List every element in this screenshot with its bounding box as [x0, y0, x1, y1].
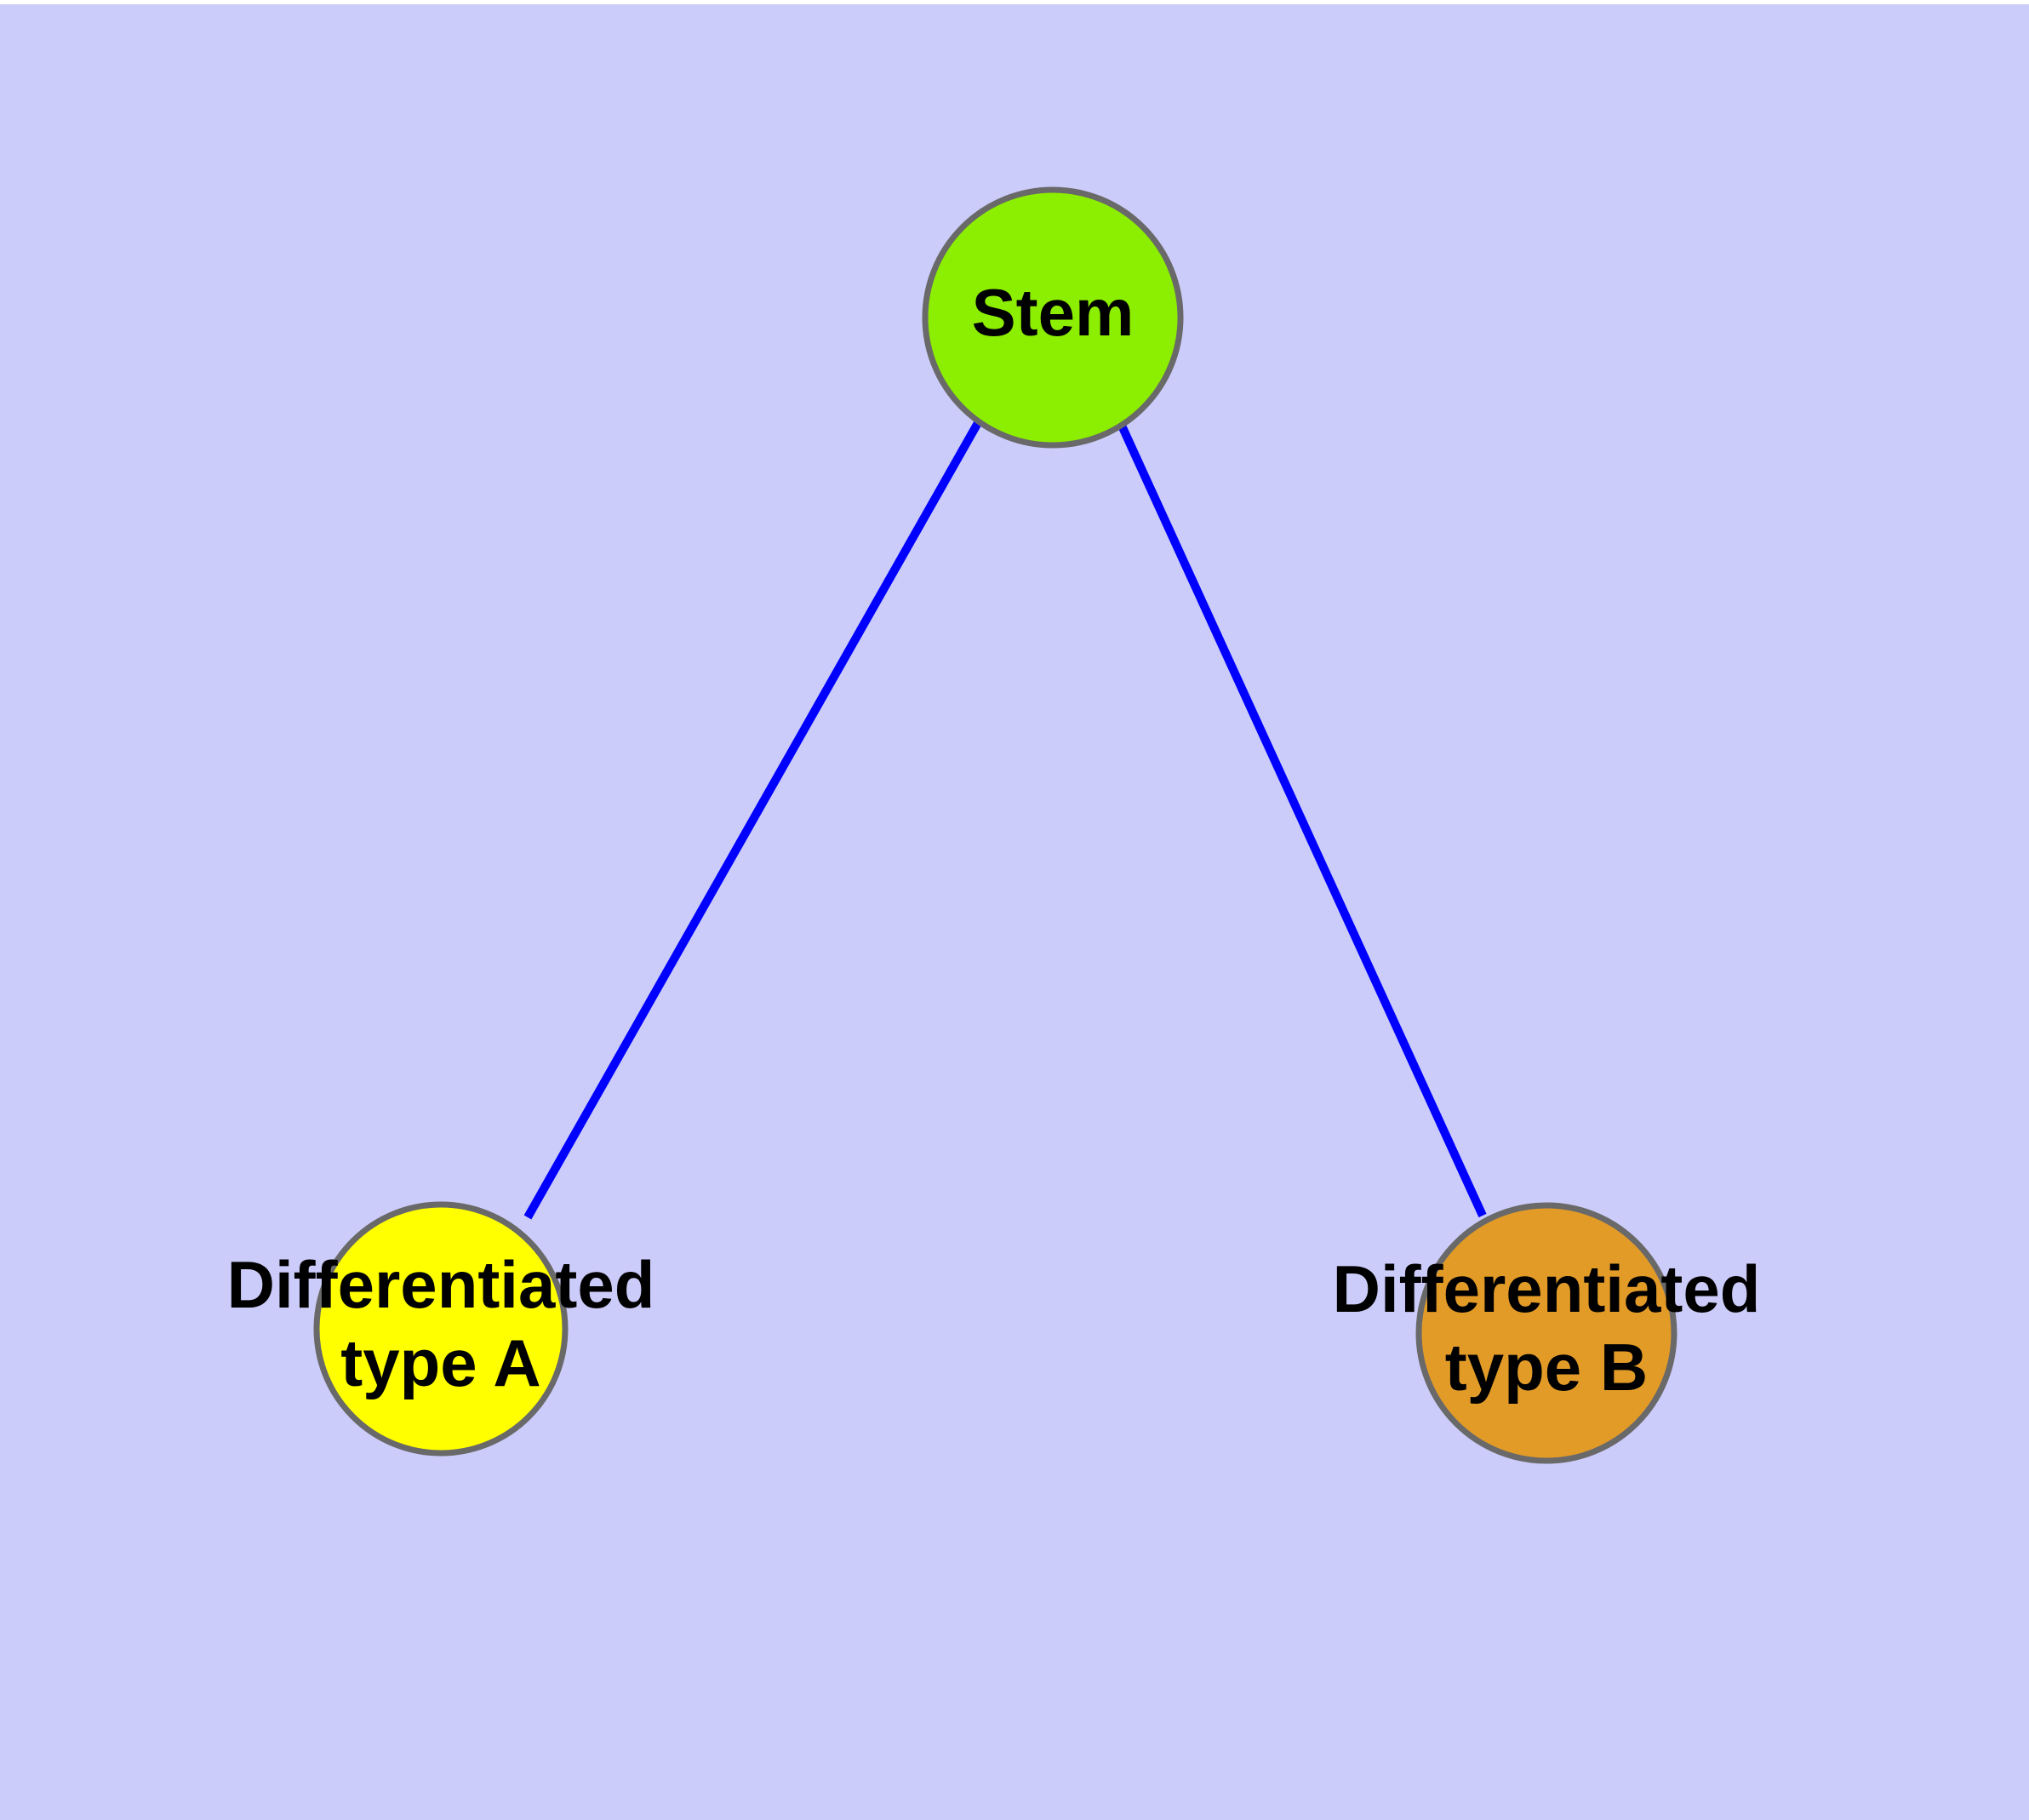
graph-node-label-line: Differentiated: [1333, 1251, 1761, 1326]
graph-node-label-stem: Stem: [972, 275, 1135, 350]
nodes-layer: [313, 186, 1677, 1464]
graph-edge-stem-to-diff-b: [1117, 423, 1487, 1218]
graph-node-stem[interactable]: [922, 186, 1184, 449]
graph-node-diff-a[interactable]: [313, 1201, 569, 1457]
graph-node-label-line: Differentiated: [227, 1247, 655, 1322]
graph-node-label-line: type B: [1445, 1330, 1648, 1405]
edges-layer: [523, 419, 1487, 1220]
graph-node-diff-b[interactable]: [1415, 1202, 1677, 1464]
graph-node-label-line: type A: [340, 1325, 541, 1400]
graph-edge-stem-to-diff-a: [523, 419, 983, 1220]
graph-node-label-line: Stem: [972, 275, 1135, 350]
